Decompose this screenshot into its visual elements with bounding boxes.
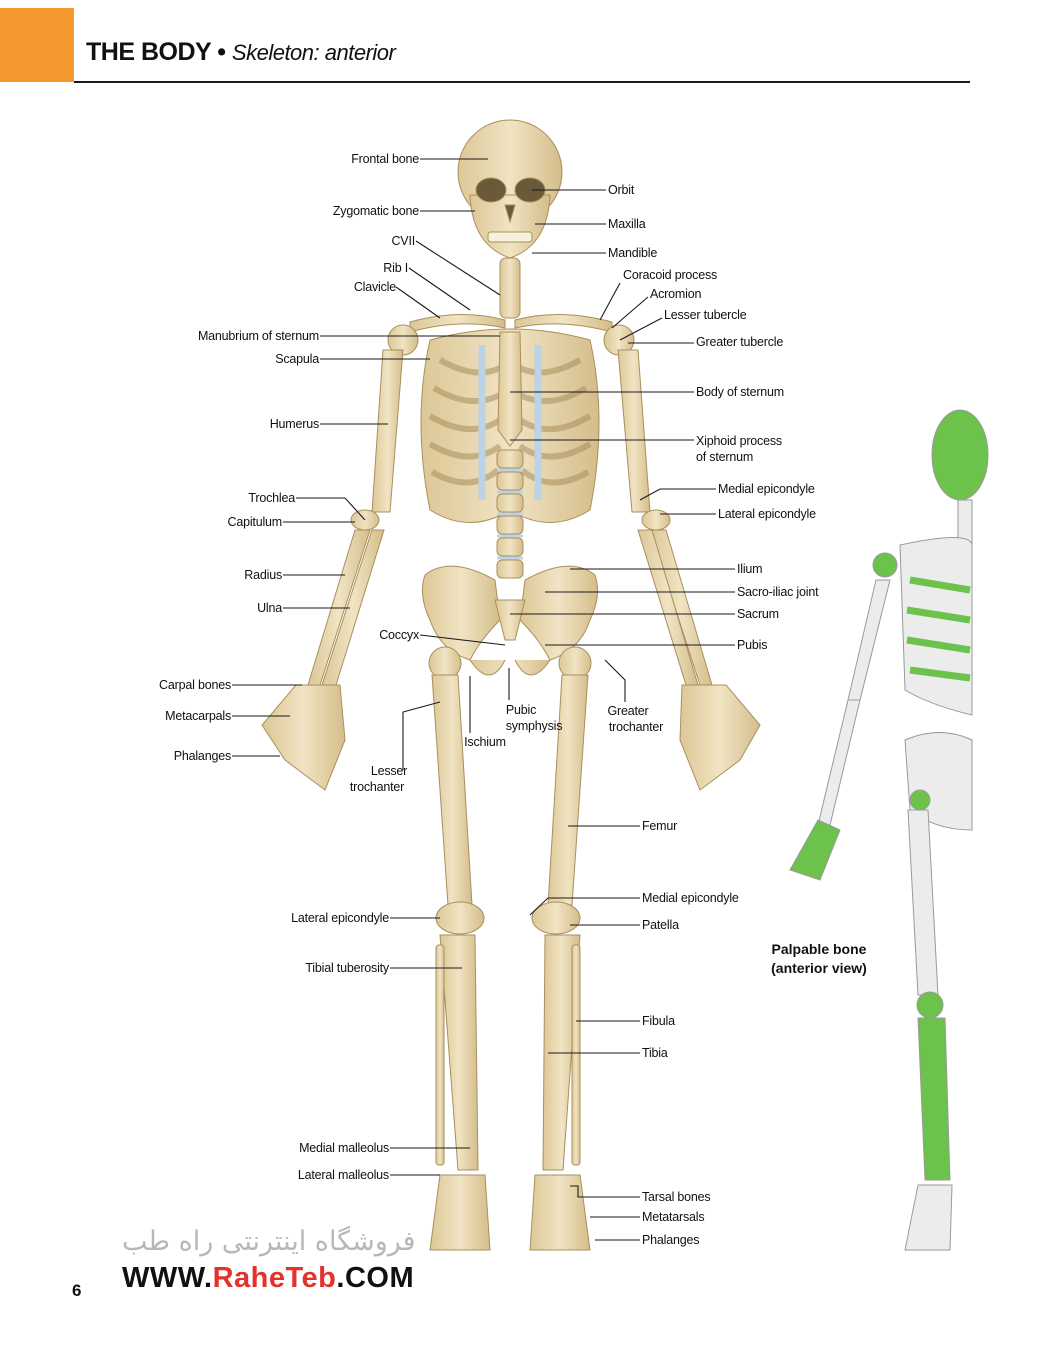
label-pubis: Pubis <box>737 638 767 652</box>
label-lesser: Lesser <box>371 764 407 778</box>
label-ischium: Ischium <box>464 735 506 749</box>
label-medial-malleolus: Medial malleolus <box>299 1141 389 1155</box>
watermark-url: WWW.RaheTeb.COM <box>122 1262 414 1295</box>
label-ulna: Ulna <box>257 601 282 615</box>
header-rule <box>74 81 970 83</box>
label-phalanges-hand: Phalanges <box>174 749 231 763</box>
label-cvii: CVII <box>391 234 415 248</box>
page-number: 6 <box>72 1281 82 1300</box>
label-acromion: Acromion <box>650 287 701 301</box>
label-lateral-epicondyle-humerus: Lateral epicondyle <box>718 507 816 521</box>
label-mandible: Mandible <box>608 246 657 260</box>
label-scapula: Scapula <box>275 352 319 366</box>
right-labels: Orbit Maxilla Mandible Coracoid process … <box>608 183 819 1247</box>
label-pubic: Pubic <box>506 703 536 717</box>
label-coracoid-process: Coracoid process <box>623 268 717 282</box>
watermark-text: فروشگاه اینترنتی راه طب <box>122 1226 416 1257</box>
label-manubrium: Manubrium of sternum <box>198 329 319 343</box>
label-metacarpals: Metacarpals <box>165 709 231 723</box>
label-ilium: Ilium <box>737 562 762 576</box>
palpable-bone-inset <box>789 409 989 1251</box>
left-labels: Frontal bone Zygomatic bone CVII Rib I C… <box>159 152 420 1182</box>
label-clavicle: Clavicle <box>354 280 396 294</box>
label-coccyx: Coccyx <box>379 628 420 642</box>
watermark-url-prefix: WWW. <box>122 1262 213 1294</box>
label-phalanges-foot: Phalanges <box>642 1233 699 1247</box>
label-symphysis: symphysis <box>506 719 563 733</box>
title-main: THE BODY <box>86 38 211 66</box>
label-medial-epicondyle-humerus: Medial epicondyle <box>718 482 815 496</box>
label-humerus: Humerus <box>270 417 319 431</box>
label-carpal-bones: Carpal bones <box>159 678 231 692</box>
center-labels: Pubic symphysis Ischium Greater trochant… <box>350 703 664 794</box>
watermark-url-brand: RaheTeb <box>212 1262 337 1294</box>
label-zygomatic-bone: Zygomatic bone <box>333 204 419 218</box>
label-sacro-iliac-joint: Sacro-iliac joint <box>737 585 819 599</box>
label-orbit: Orbit <box>608 183 635 197</box>
label-rib-i: Rib I <box>383 261 408 275</box>
label-trochlea: Trochlea <box>248 491 295 505</box>
label-lesser-tubercle: Lesser tubercle <box>664 308 747 322</box>
label-xiphoid-process: Xiphoid process <box>696 434 782 448</box>
label-body-of-sternum: Body of sternum <box>696 385 784 399</box>
label-lateral-epicondyle-femur: Lateral epicondyle <box>291 911 389 925</box>
label-tibia: Tibia <box>642 1046 668 1060</box>
title-subtitle: Skeleton: anterior <box>231 40 396 65</box>
label-medial-epicondyle-femur: Medial epicondyle <box>642 891 739 905</box>
label-sacrum: Sacrum <box>737 607 779 621</box>
label-tarsal-bones: Tarsal bones <box>642 1190 710 1204</box>
label-lesser-trochanter: trochanter <box>350 780 404 794</box>
label-greater-trochanter: trochanter <box>609 720 663 734</box>
label-of-sternum: of sternum <box>696 450 753 464</box>
inset-caption-line2: (anterior view) <box>771 960 867 976</box>
label-maxilla: Maxilla <box>608 217 646 231</box>
label-femur: Femur <box>642 819 677 833</box>
inset-caption-line1: Palpable bone <box>771 941 867 957</box>
watermark-url-suffix: .COM <box>336 1262 415 1294</box>
label-frontal-bone: Frontal bone <box>351 152 419 166</box>
label-metatarsals: Metatarsals <box>642 1210 704 1224</box>
header-color-tab <box>0 8 74 82</box>
label-radius: Radius <box>244 568 282 582</box>
label-fibula: Fibula <box>642 1014 675 1028</box>
skeleton-illustration <box>261 119 761 1251</box>
inset-caption: Palpable bone (anterior view) <box>742 940 896 978</box>
label-greater-tubercle: Greater tubercle <box>696 335 783 349</box>
title-separator: • <box>217 38 226 66</box>
leader-lines <box>232 158 735 1241</box>
label-patella: Patella <box>642 918 679 932</box>
label-lateral-malleolus: Lateral malleolus <box>298 1168 389 1182</box>
label-greater: Greater <box>608 704 649 718</box>
label-capitulum: Capitulum <box>228 515 282 529</box>
page-title: THE BODY • Skeleton: anterior <box>86 38 396 67</box>
label-tibial-tuberosity: Tibial tuberosity <box>305 961 390 975</box>
